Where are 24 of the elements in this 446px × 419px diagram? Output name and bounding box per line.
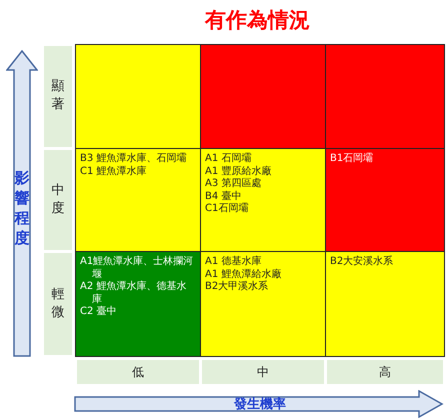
cell-text: A1 德基水庫 xyxy=(205,256,262,268)
title: 有作為情況 xyxy=(204,7,311,34)
cell-text: C1 鯉魚潭水庫 xyxy=(80,166,148,178)
column-header: 高 xyxy=(327,360,443,384)
cell-text: C2 臺中 xyxy=(80,306,118,318)
row-header-text: 顯著 xyxy=(51,78,65,114)
cell-text: B4 臺中 xyxy=(205,190,242,202)
column-header: 低 xyxy=(77,360,199,384)
cell-text: A2 鯉魚潭水庫、德基水庫 xyxy=(80,281,188,306)
row-header-text: 中度 xyxy=(51,182,65,218)
column-header: 中 xyxy=(202,360,324,384)
cell-text: B3 鯉魚潭水庫、石岡壩 xyxy=(80,153,188,166)
axis-title: 影響程度 xyxy=(14,168,30,248)
row-header-text: 輕微 xyxy=(51,286,65,322)
cell-text: A1 鯉魚潭給水廠 xyxy=(205,268,282,280)
cell-text: A1 豐原給水廠 xyxy=(205,166,272,178)
cell-text: A3 第四區處 xyxy=(205,178,262,190)
axis-title: 發生機率 xyxy=(232,397,287,412)
cell-text: B2大安溪水系 xyxy=(330,256,394,268)
cell-text: B2大甲溪水系 xyxy=(205,281,270,294)
cell-text: A1鯉魚潭水庫、士林攔河堰 xyxy=(80,256,194,280)
cell-text: A1 石岡壩 xyxy=(205,153,252,166)
cell-text: C1石岡壩 xyxy=(205,203,250,216)
cell-text: B1石岡壩 xyxy=(330,153,374,166)
